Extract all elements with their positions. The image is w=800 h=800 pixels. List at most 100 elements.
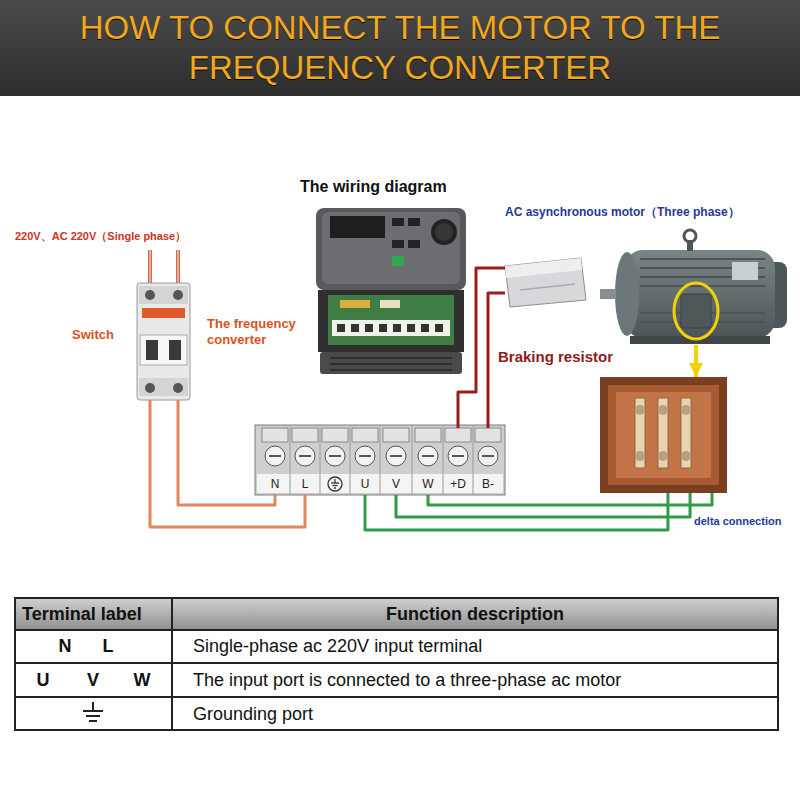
ground-symbol [328,477,342,491]
terminal-box-photo [658,451,668,461]
terminal-block [415,428,441,442]
converter-illustration [330,363,452,365]
resistor-illustration [520,284,575,290]
terminal-block [295,446,315,466]
ground-symbol [89,720,97,722]
converter-illustration [328,295,454,345]
terminal-block [380,426,381,494]
ground-symbol [86,715,100,717]
ground-symbol [92,702,94,711]
terminal-node: B- [473,428,503,495]
ground-symbol [83,710,103,712]
pointer-arrow [694,345,698,377]
title-banner: HOW TO CONNECT THE MOTOR TO THE FREQUENC… [0,0,800,96]
table-cell: Single-phase ac 220V input terminal [193,635,482,657]
terminal-block [255,425,505,495]
terminal-block [478,446,498,466]
terminal-block [473,426,474,494]
terminal-block [299,455,311,457]
ground-symbol [83,702,103,721]
function-table [15,598,778,730]
terminal-block [255,425,505,495]
motor-illustration [674,283,718,339]
terminal-box-photo [681,451,691,461]
table-cell: U [31,669,55,691]
terminal-box-photo [681,405,691,415]
terminal-block [383,428,409,442]
breaker-symbol [173,290,183,300]
converter-illustration [435,223,453,241]
converter-illustration [320,352,462,374]
terminal-box-photo [616,392,711,478]
diagram-title: HOW TO CONNECT THE MOTOR TO THE FREQUENC… [10,8,790,88]
breaker-symbol [140,335,187,365]
motor-illustration [600,230,787,344]
motor-node: AC asynchronous motor（Three phase） [610,232,790,345]
converter-illustration [379,324,387,332]
converter-illustration [392,256,404,266]
ground-symbol [328,477,342,491]
terminal-node: V [381,428,411,495]
terminal-block [320,426,321,494]
motor-wire [365,493,668,530]
terminal-label: V [381,477,411,492]
converter-illustration [408,218,420,226]
terminal-node: +D [443,428,473,495]
motor-illustration [687,240,693,251]
converter-illustration [316,208,466,374]
supply-wire [176,250,180,287]
breaker-symbol [137,283,190,400]
motor-illustration [615,252,639,336]
diagram-heading: The wiring diagram [300,177,447,196]
terminal-block [329,455,341,457]
supply-wire [177,250,179,287]
converter-illustration [337,324,345,332]
function-table [15,696,778,698]
converter-illustration [365,324,373,332]
terminal-block [262,428,288,442]
breaker-symbol [173,383,183,393]
terminal-box-photo [681,398,691,468]
terminal-block [445,428,471,442]
function-table [171,598,173,730]
brake-wire [458,268,505,428]
converter-illustration [318,290,464,352]
terminal-block [452,455,464,457]
converter-illustration [322,212,460,284]
converter-illustration [392,240,404,248]
terminal-block [359,455,371,457]
terminal-label: W [413,477,443,492]
converter-illustration [316,208,466,290]
terminal-box-photo [658,398,668,468]
converter-illustration [407,324,415,332]
terminal-block [482,455,494,457]
function-table [15,629,778,631]
motor-wire [428,493,712,505]
terminal-block [390,455,402,457]
converter-illustration [421,324,429,332]
motor-illustration [600,289,616,299]
part-label: The frequency converter [207,316,311,348]
terminal-label: N [260,477,290,492]
terminal-label: B- [473,477,503,492]
resistor-illustration [505,258,586,307]
motor-illustration [681,294,711,328]
converter-illustration [351,324,359,332]
breaker-symbol [146,340,158,360]
terminal-label: +D [443,477,473,492]
converter-illustration [431,219,457,245]
terminal-block [292,428,318,442]
table-header: Function description [172,603,778,625]
converter-illustration [393,324,401,332]
terminal-box-photo [658,405,668,415]
breaker-symbol [142,308,185,318]
motor-illustration [625,250,775,338]
terminal-block [418,446,438,466]
converter-illustration [380,300,400,308]
resistor-illustration [505,258,586,307]
breaker-symbol [169,340,181,360]
supply-wire [150,250,178,287]
converter-illustration [392,218,404,226]
supply-wire [149,250,151,287]
